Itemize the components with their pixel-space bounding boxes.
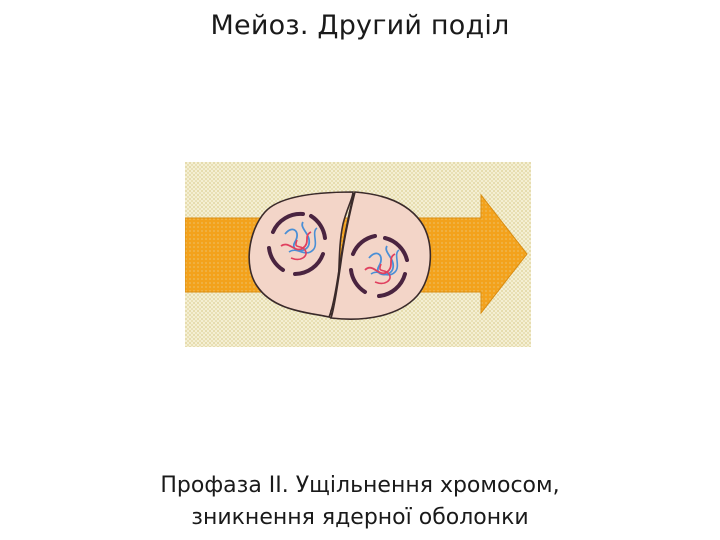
right-nucleus	[349, 234, 409, 298]
cleavage-line	[328, 192, 355, 318]
cell-division-illustration	[185, 162, 531, 347]
meiosis-prophase-ii-figure	[185, 162, 531, 347]
left-daughter-cell	[248, 191, 354, 319]
slide-caption: Профаза II. Ущільнення хромосом, зникнен…	[0, 470, 720, 534]
left-nucleus	[267, 211, 327, 276]
caption-line-1: Профаза II. Ущільнення хромосом,	[160, 473, 560, 498]
caption-line-2: зникнення ядерної оболонки	[191, 505, 529, 530]
slide-title: Мейоз. Другий поділ	[210, 10, 510, 41]
